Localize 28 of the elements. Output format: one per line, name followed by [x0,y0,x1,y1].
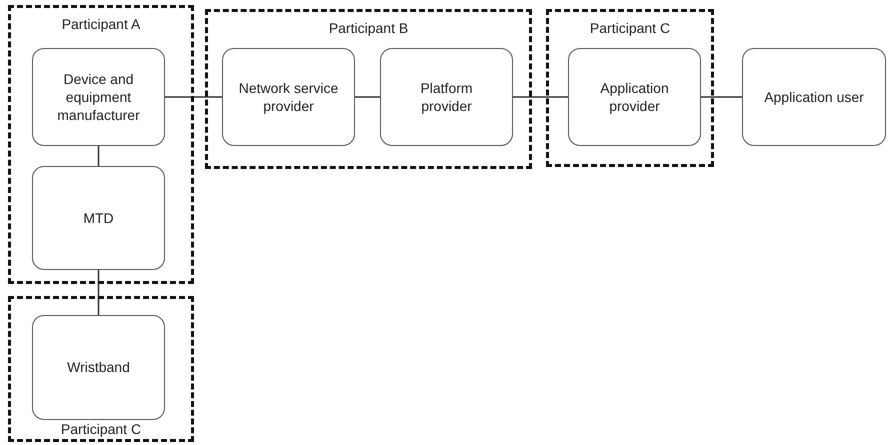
connector-line [355,96,380,98]
box-label: MTD [83,208,114,228]
process-box [32,315,165,420]
connector-line [98,270,100,315]
process-box [32,166,165,270]
process-box [380,48,513,146]
process-box [568,48,701,146]
group-label: Participant C [588,20,672,36]
dashed-group-boundary [8,5,194,284]
process-box [32,48,165,146]
connector-line [513,96,568,98]
box-label: Platform provider [419,78,474,116]
box-label: Wristband [67,358,130,377]
process-box [742,48,886,146]
dashed-group-boundary [546,9,714,167]
process-box [222,48,355,146]
dashed-group-boundary [205,9,532,169]
connector-line [98,146,100,166]
group-label: Participant C [60,421,142,437]
dashed-group-boundary [8,296,194,442]
connector-line [165,96,222,98]
box-label: Device and equipment manufacturer [56,70,141,124]
group-label: Participant A [60,16,142,32]
box-label: Network service provider [238,78,340,116]
connector-line [701,96,742,98]
box-label: Application user [764,88,864,106]
box-label: Application provider [599,78,670,116]
group-label: Participant B [328,20,410,36]
